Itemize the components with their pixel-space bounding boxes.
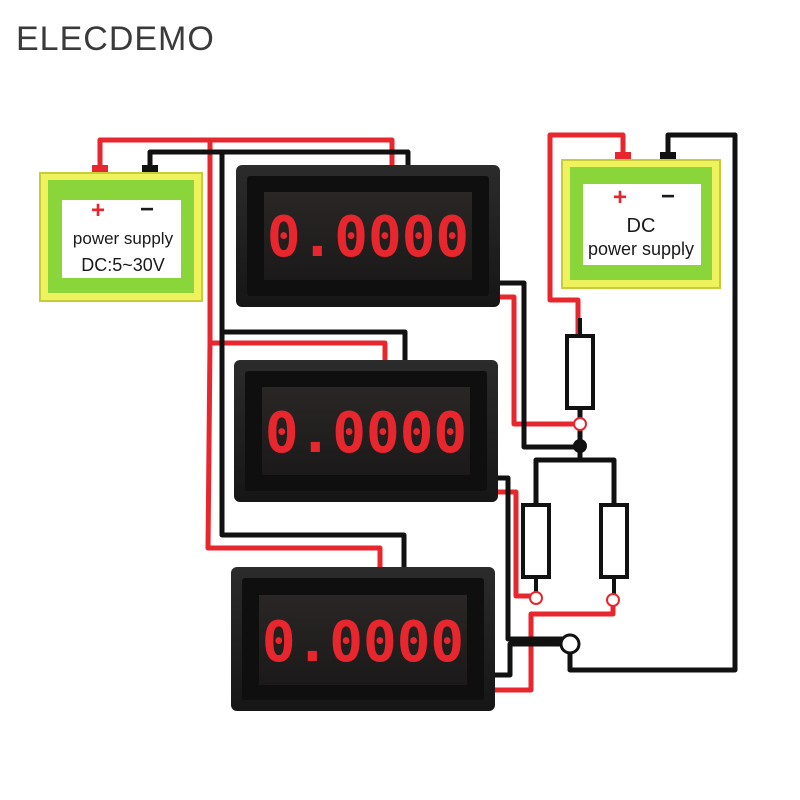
wire-negative-bus-left-lower	[219, 329, 407, 573]
meter-1-reading: 0.0000	[267, 205, 469, 270]
node-r2-bottom	[529, 591, 543, 605]
meter-2: 0.0000	[234, 360, 498, 502]
wire-supply-left-negative	[147, 149, 411, 171]
wire-positive-bus-left	[207, 137, 388, 367]
supply-right-label-1: DC	[627, 215, 656, 237]
brand-title: ELECDEMO	[16, 20, 215, 58]
node-junction	[573, 439, 587, 453]
resistor-1	[565, 334, 595, 410]
wire-meter1-to-r1	[497, 294, 583, 427]
terminal-negative-right	[660, 152, 676, 161]
resistor-2	[521, 503, 551, 579]
node-return	[559, 633, 581, 655]
power-supply-right: + − DC power supply	[561, 152, 721, 289]
terminal-positive-right	[615, 152, 631, 161]
supply-right-label-2: power supply	[588, 239, 694, 259]
plus-sign-right: +	[613, 184, 627, 211]
supply-left-label-1: power supply	[73, 229, 174, 248]
wire-meter2-neg	[494, 475, 573, 642]
wire-meter1-neg	[497, 280, 583, 450]
resistor-3	[599, 503, 629, 579]
wire-meter3-neg	[491, 641, 573, 678]
meter-3-reading: 0.0000	[262, 610, 464, 675]
minus-sign-right: −	[661, 183, 675, 210]
supply-left-label-2: DC:5~30V	[81, 255, 165, 275]
wire-negative-bus-left	[219, 149, 408, 367]
wire-supply-right-positive	[547, 132, 626, 339]
meter-1: 0.0000	[236, 165, 500, 307]
wire-supply-right-negative	[567, 132, 738, 673]
power-supply-left: + − power supply DC:5~30V	[39, 165, 203, 302]
plus-sign-left: +	[91, 197, 105, 224]
node-r3-bottom	[606, 593, 620, 607]
resistors	[521, 318, 629, 595]
minus-sign-left: −	[140, 196, 154, 223]
terminal-negative-left	[142, 165, 158, 174]
wire-meter3-to-r3	[491, 597, 616, 693]
positive-wires	[97, 132, 626, 693]
wire-parallel-top	[533, 457, 617, 508]
negative-wires	[147, 132, 738, 678]
meter-3: 0.0000	[231, 567, 495, 711]
nodes	[529, 417, 620, 655]
meter-2-reading: 0.0000	[265, 401, 467, 466]
terminal-positive-left	[92, 165, 108, 174]
node-r1-bottom	[573, 417, 587, 431]
wire-positive-bus-left-lower	[205, 340, 383, 573]
